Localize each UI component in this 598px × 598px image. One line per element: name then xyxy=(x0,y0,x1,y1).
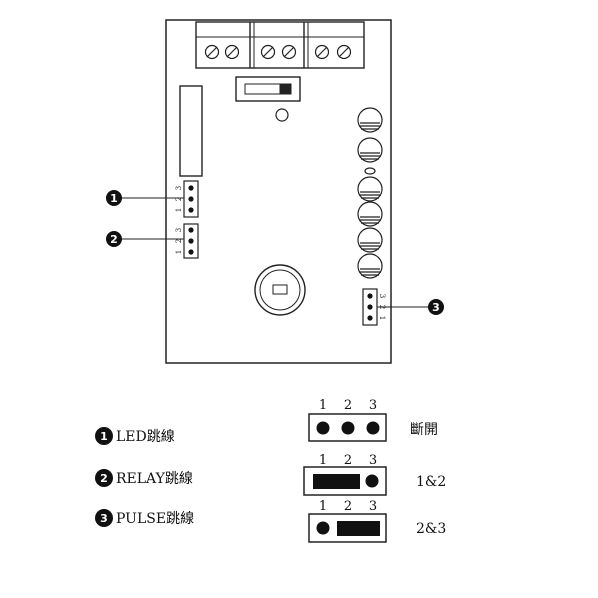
jumper-23-pin-2: 2 xyxy=(344,499,352,514)
legend-1-label: LED跳線 xyxy=(116,429,175,445)
legend-3-number: 3 xyxy=(100,512,108,525)
callout-1-badge xyxy=(106,190,122,206)
jumper-23-pin-1: 1 xyxy=(319,499,327,514)
jumper-open-label: 斷開 xyxy=(410,422,438,438)
jumper-open-pin-3: 3 xyxy=(369,398,377,413)
jumper-setting-2-3: 1 2 3 2&3 xyxy=(308,499,446,543)
header-relay-pin-1: 1 xyxy=(175,250,183,254)
mounting-hole xyxy=(275,108,289,122)
jumper-12-pin-2: 2 xyxy=(344,453,352,468)
terminal-block xyxy=(195,21,365,69)
legend-2-badge xyxy=(95,469,113,487)
jumper-12-pin-1: 1 xyxy=(319,453,327,468)
header-relay: 3 2 1 xyxy=(175,223,199,259)
jumper-12-label: 1&2 xyxy=(416,474,446,490)
callout-1: 1 xyxy=(106,190,184,206)
jumper-23-shunt xyxy=(337,521,380,536)
legend-item-relay: 2 RELAY跳線 xyxy=(95,469,193,487)
jumper-12-shunt xyxy=(313,474,360,489)
callout-2-number: 2 xyxy=(110,233,118,246)
callout-3: 3 xyxy=(377,299,444,315)
header-relay-pin-3: 3 xyxy=(175,228,183,232)
legend-item-pulse: 3 PULSE跳線 xyxy=(95,509,194,527)
jumper-open-pin-1: 1 xyxy=(319,398,327,413)
legend-2-number: 2 xyxy=(100,472,108,485)
header-led-pin-2: 2 xyxy=(175,197,183,201)
legend-1-badge xyxy=(95,427,113,445)
jumper-23-label: 2&3 xyxy=(416,521,446,537)
jumper-open-pin-2: 2 xyxy=(344,398,352,413)
circuit-board: 3 2 1 3 2 1 3 2 1 xyxy=(165,19,392,364)
callout-3-badge xyxy=(428,299,444,315)
header-led-pin-3: 3 xyxy=(175,186,183,190)
jumper-23-pin-3: 3 xyxy=(369,499,377,514)
legend-3-badge xyxy=(95,509,113,527)
header-led-pin-1: 1 xyxy=(175,208,183,212)
callout-3-number: 3 xyxy=(432,301,440,314)
jumper-12-pin-3: 3 xyxy=(369,453,377,468)
jumper-setting-1-2: 1 2 3 1&2 xyxy=(303,453,446,496)
callout-1-number: 1 xyxy=(110,192,118,205)
legend-item-led: 1 LED跳線 xyxy=(95,427,175,445)
legend-1-number: 1 xyxy=(100,430,108,443)
callout-2-badge xyxy=(106,231,122,247)
legend-2-label: RELAY跳線 xyxy=(116,471,193,487)
header-pulse-pin-1: 1 xyxy=(378,316,386,320)
jumper-setting-open: 1 2 3 斷開 xyxy=(308,398,438,442)
header-led: 3 2 1 xyxy=(175,180,199,218)
slide-switch xyxy=(235,76,301,102)
led-column xyxy=(357,107,383,279)
callout-2: 2 xyxy=(106,231,184,247)
header-pulse-pin-3: 3 xyxy=(378,294,386,298)
legend-3-label: PULSE跳線 xyxy=(116,511,194,527)
round-component xyxy=(254,264,306,316)
component-strip xyxy=(179,85,203,177)
header-relay-pin-2: 2 xyxy=(175,239,183,243)
